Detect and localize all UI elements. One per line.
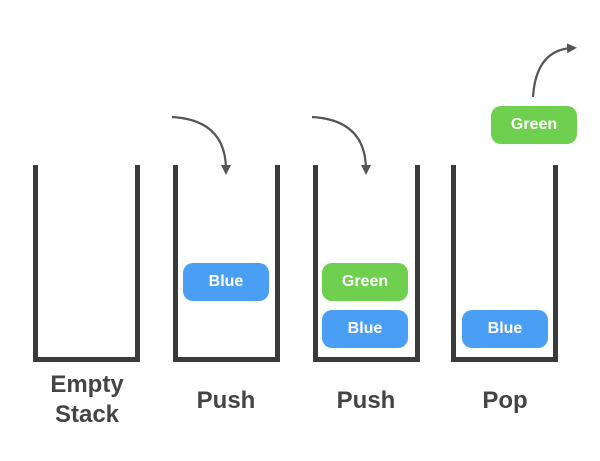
popped-green-block: Green xyxy=(491,106,577,144)
push-arrow-1 xyxy=(171,115,231,175)
blue-block: Blue xyxy=(462,310,548,348)
container-left-wall xyxy=(33,165,38,362)
label-line-1: Empty xyxy=(50,371,124,398)
container-left-wall xyxy=(451,165,456,362)
container-bottom xyxy=(313,357,420,362)
container-left-wall xyxy=(313,165,318,362)
blue-block: Blue xyxy=(322,310,408,348)
push-arrow-2 xyxy=(311,115,371,175)
label-line-2: Stack xyxy=(54,401,120,428)
container-bottom xyxy=(33,357,140,362)
container-right-wall xyxy=(553,165,558,362)
container-right-wall xyxy=(275,165,280,362)
container-bottom xyxy=(451,357,558,362)
green-block: Green xyxy=(322,263,408,301)
stage-label-pop: Pop xyxy=(482,387,528,414)
stage-label-push-2: Push xyxy=(336,387,396,414)
stage-label-empty-stack: Empty Stack xyxy=(22,370,152,430)
blue-block: Blue xyxy=(183,263,269,301)
container-bottom xyxy=(173,357,280,362)
container-right-wall xyxy=(415,165,420,362)
container-right-wall xyxy=(135,165,140,362)
pop-arrow xyxy=(531,43,577,98)
container-left-wall xyxy=(173,165,178,362)
stage-label-push-1: Push xyxy=(196,387,256,414)
